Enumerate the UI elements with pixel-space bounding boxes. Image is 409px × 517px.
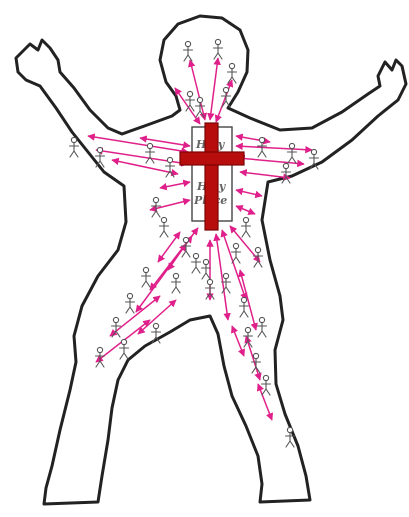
body-outline — [16, 16, 406, 504]
